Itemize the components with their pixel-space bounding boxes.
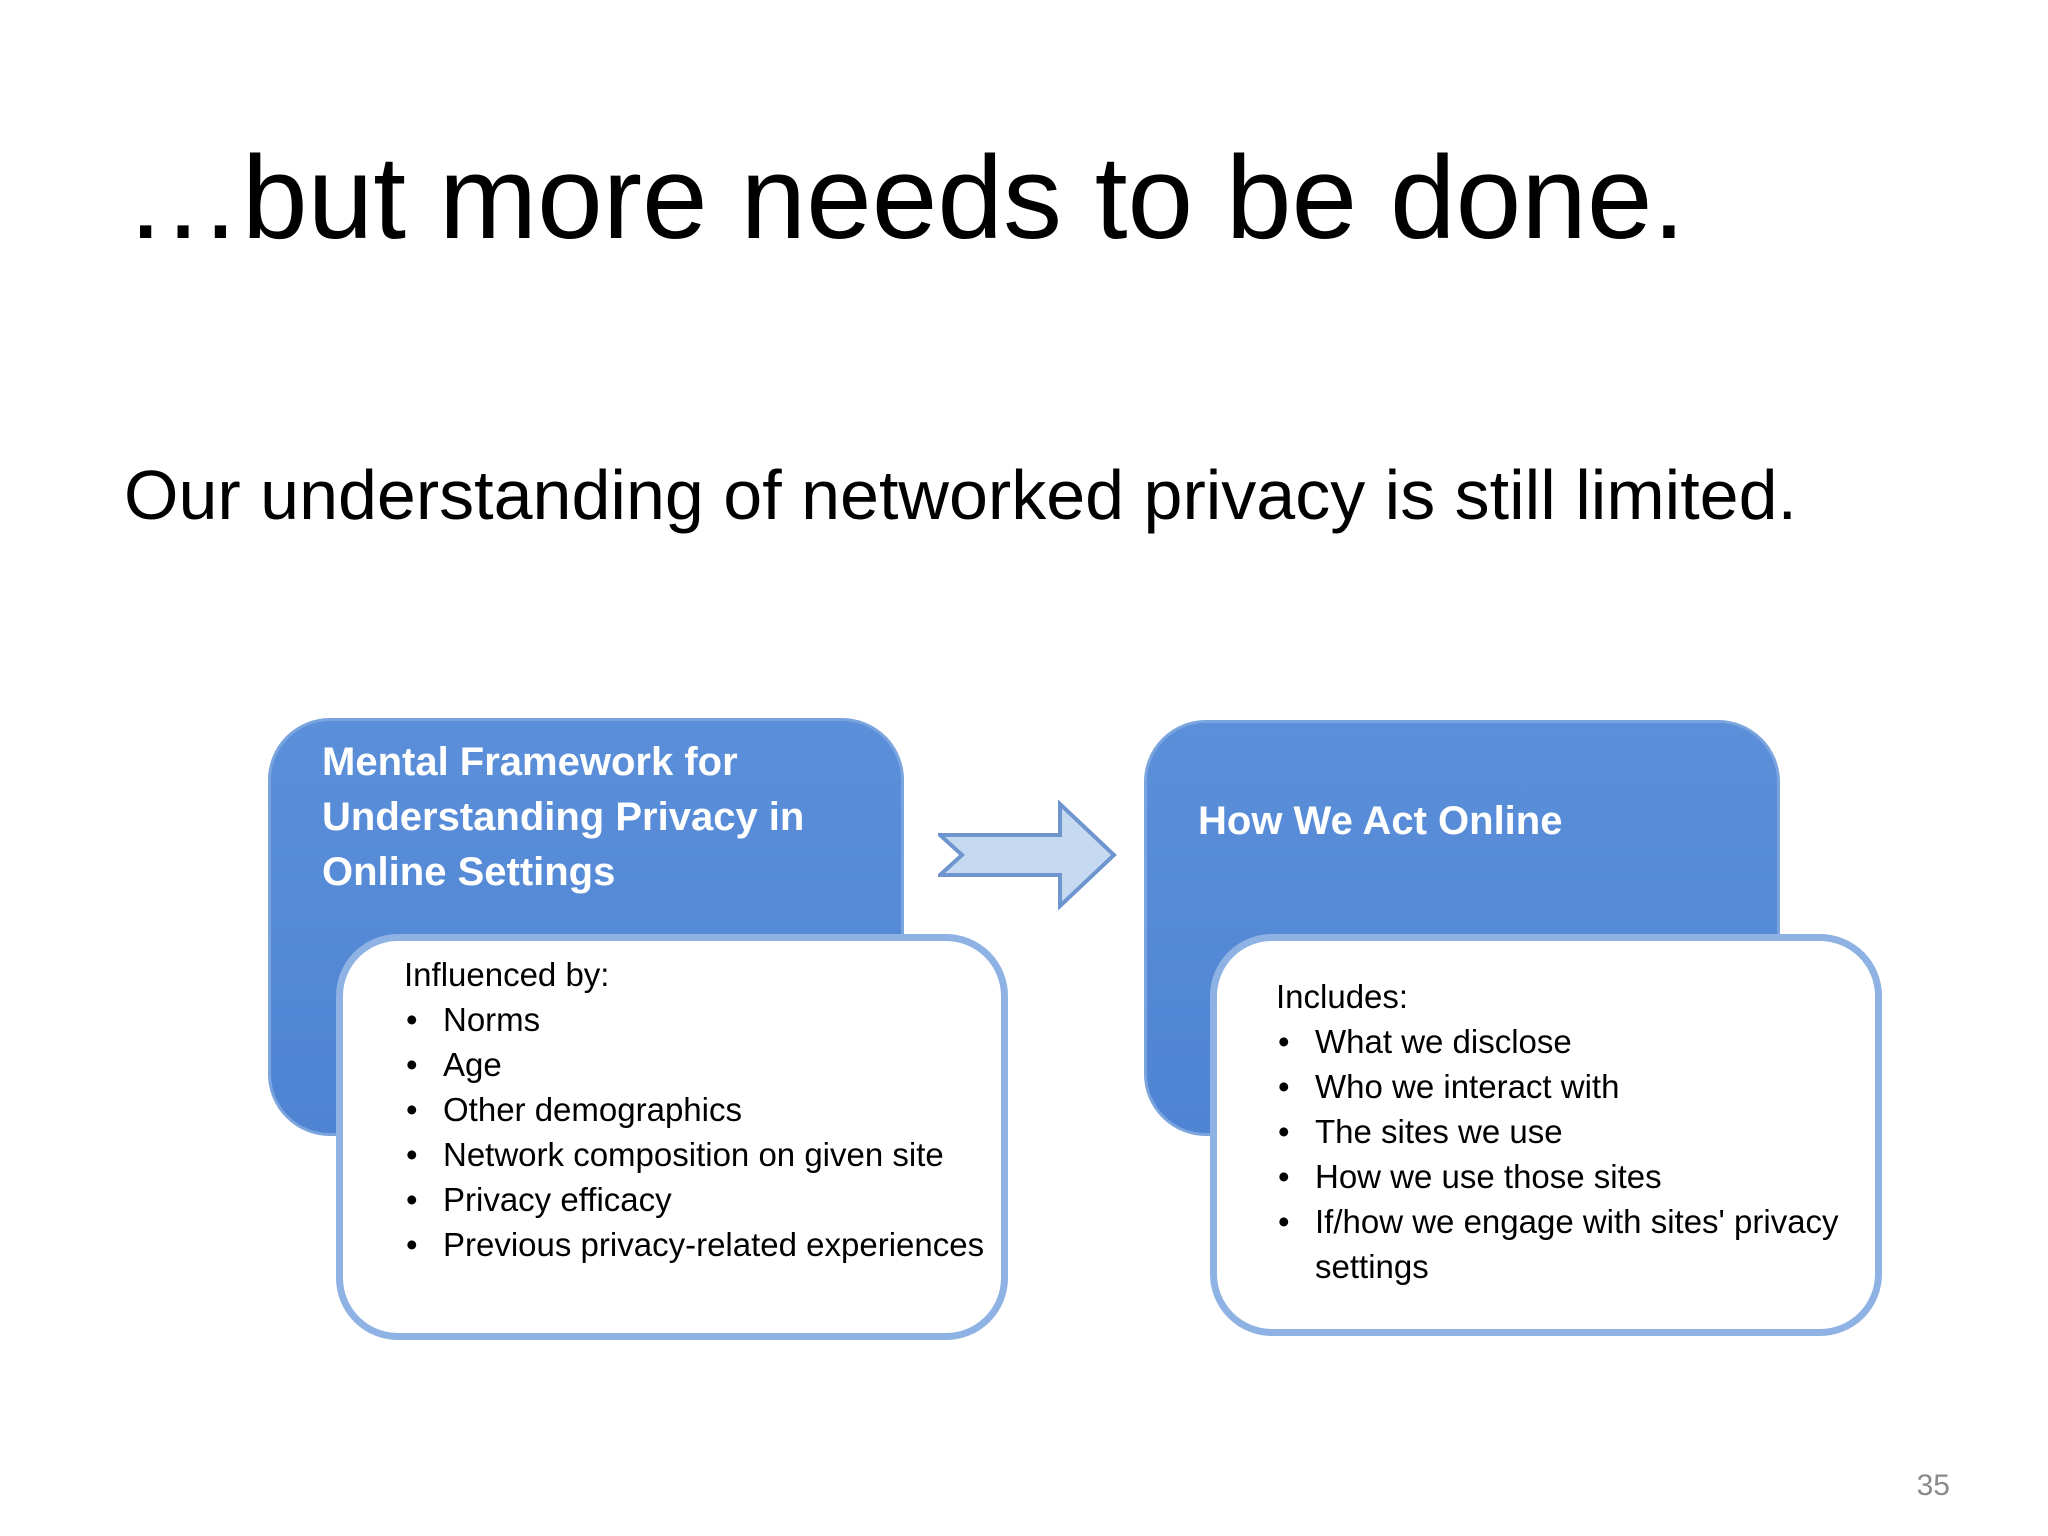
list-item-text: If/how we engage with sites' privacy set… — [1315, 1203, 1839, 1285]
page-number: 35 — [1916, 1469, 1950, 1502]
list-item-text: Norms — [443, 1001, 541, 1038]
influences-intro: Influenced by: — [404, 956, 610, 993]
list-item: • Age — [404, 1042, 1004, 1087]
behaviors-list: • What we disclose • Who we interact with • T… — [1276, 1019, 1876, 1289]
online-action-heading: How We Act Online — [1198, 799, 1563, 843]
influences-list: • Norms • Age • Other demographics • Network co… — [404, 997, 1004, 1267]
bullet-icon: • — [406, 1091, 418, 1128]
behaviors-list-container: Includes: • What we disclose • Who we inter… — [1276, 974, 1876, 1289]
list-item: • Norms — [404, 997, 1004, 1042]
bullet-icon: • — [1278, 1113, 1290, 1150]
bullet-icon: • — [1278, 1203, 1290, 1240]
bullet-icon: • — [1278, 1068, 1290, 1105]
bullet-icon: • — [1278, 1158, 1290, 1195]
list-item-text: Privacy efficacy — [443, 1181, 672, 1218]
list-item-text: Who we interact with — [1315, 1068, 1620, 1105]
influences-list-container: Influenced by: • Norms • Age • Other demograp… — [404, 952, 1004, 1267]
influences-box — [336, 934, 1008, 1340]
behaviors-box — [1210, 934, 1882, 1336]
list-item: • Network composition on given site — [404, 1132, 1004, 1177]
bullet-icon: • — [406, 1136, 418, 1173]
slide-subtitle: Our understanding of networked privacy i… — [124, 456, 1797, 534]
right-arrow-icon — [938, 800, 1117, 910]
list-item: • How we use those sites — [1276, 1154, 1876, 1199]
list-item-text: How we use those sites — [1315, 1158, 1662, 1195]
bullet-icon: • — [406, 1181, 418, 1218]
list-item-text: Other demographics — [443, 1091, 742, 1128]
list-item-text: What we disclose — [1315, 1023, 1572, 1060]
behaviors-intro: Includes: — [1276, 978, 1409, 1015]
mental-framework-heading: Mental Framework for Understanding Priva… — [322, 740, 805, 894]
bullet-icon: • — [1278, 1023, 1290, 1060]
bullet-icon: • — [406, 1001, 418, 1038]
list-item-text: Previous privacy-related experiences — [443, 1226, 985, 1263]
list-item: • What we disclose — [1276, 1019, 1876, 1064]
bullet-icon: • — [406, 1226, 418, 1263]
list-item-text: Network composition on given site — [443, 1136, 944, 1173]
slide-title: …but more needs to be done. — [124, 132, 1686, 264]
list-item-text: The sites we use — [1315, 1113, 1563, 1150]
list-item: • If/how we engage with sites' privacy se… — [1276, 1199, 1876, 1289]
list-item: • Privacy efficacy — [404, 1177, 1004, 1222]
list-item: • The sites we use — [1276, 1109, 1876, 1154]
bullet-icon: • — [406, 1046, 418, 1083]
list-item: • Who we interact with — [1276, 1064, 1876, 1109]
list-item-text: Age — [443, 1046, 502, 1083]
list-item: • Other demographics — [404, 1087, 1004, 1132]
list-item: • Previous privacy-related experiences — [404, 1222, 1004, 1267]
